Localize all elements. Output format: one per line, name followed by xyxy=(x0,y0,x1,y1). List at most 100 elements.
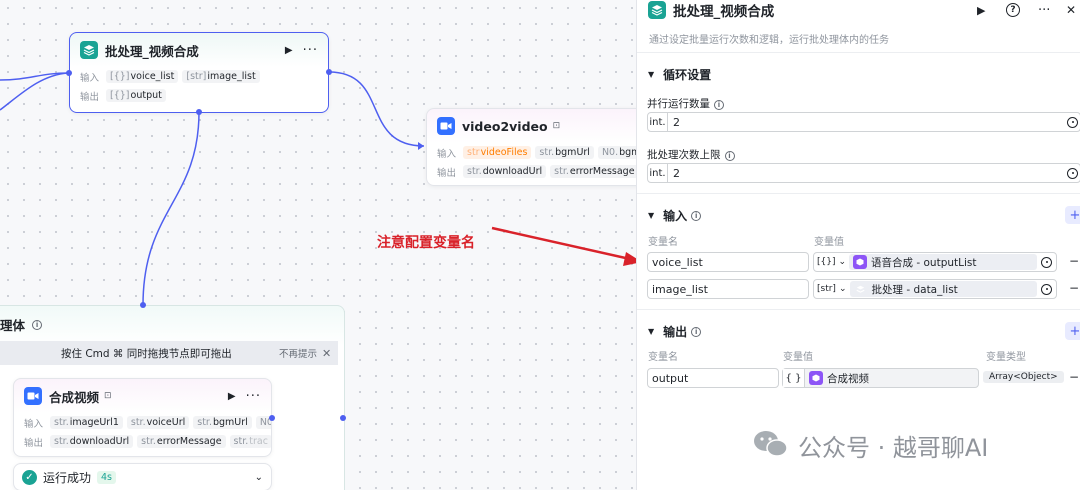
panel-header: 批处理_视频合成 ▶ ? ··· ✕ xyxy=(648,0,1077,20)
plugin-badge-icon: ⊡ xyxy=(552,121,561,131)
dismiss-hint-link[interactable]: 不再提示 xyxy=(279,349,318,360)
layers-icon xyxy=(80,41,98,59)
input-chip: str.voiceUrl xyxy=(126,416,190,429)
close-icon[interactable]: ✕ xyxy=(322,346,332,360)
caret-down-icon: ▼ xyxy=(648,327,655,336)
col-var-name: 变量名 xyxy=(648,352,678,363)
variable-ref-icon[interactable] xyxy=(1067,167,1078,179)
info-icon: i xyxy=(691,210,702,221)
batch-bottom-port[interactable] xyxy=(196,109,202,115)
more-options-icon[interactable]: ··· xyxy=(302,42,318,58)
output-chip: str.trac xyxy=(229,435,271,448)
add-output-button[interactable]: + xyxy=(1065,322,1080,340)
more-options-icon[interactable]: ··· xyxy=(245,388,261,404)
info-icon: i xyxy=(32,319,43,330)
output-chip: str.errorMessage xyxy=(137,435,226,448)
batch-out-port[interactable] xyxy=(326,69,332,75)
compose-video-title: 合成视频 xyxy=(49,389,100,405)
success-check-icon: ✓ xyxy=(22,469,37,485)
watermark: 公众号 · 越哥聊AI xyxy=(752,428,988,463)
run-node-icon[interactable]: ▶ xyxy=(227,390,236,402)
batch-node[interactable]: 批处理_视频合成 ▶ ··· 输入 [{}]voice_list [str]im… xyxy=(69,32,329,113)
input-label: 输入 xyxy=(437,148,457,160)
input-chip: str.bgmUrl xyxy=(193,416,252,429)
remove-row-icon[interactable]: − xyxy=(1069,254,1080,268)
loop-settings-header[interactable]: ▼ 循环设置 xyxy=(648,68,712,82)
input-chip: [{}]voice_list xyxy=(106,70,179,83)
compose-video-node[interactable]: 合成视频 ⊡ ▶ ··· 输入 str.imageUrl1 str.voiceU… xyxy=(13,378,272,457)
input-var-name-field[interactable]: image_list xyxy=(647,279,809,299)
input-chip: N0. xyxy=(255,416,271,429)
output-chip: [{}]output xyxy=(106,89,166,102)
plugin-badge-icon: ⊡ xyxy=(104,391,112,401)
video2video-title: video2video xyxy=(462,118,548,134)
loop-out-port[interactable] xyxy=(340,415,346,421)
variable-ref-icon[interactable] xyxy=(1067,116,1078,128)
col-var-type: 变量类型 xyxy=(986,352,1026,363)
col-var-value: 变量值 xyxy=(783,352,813,363)
drag-hint-bar: 按住 Cmd ⌘ 同时拖拽节点即可拖出 不再提示 ✕ xyxy=(0,341,338,365)
run-status-label: 运行成功 xyxy=(43,470,92,485)
info-icon: i xyxy=(714,100,724,110)
loop-body-title: 理体 xyxy=(0,318,26,333)
caret-down-icon: ▼ xyxy=(648,70,655,79)
cube-icon xyxy=(809,371,823,385)
panel-description: 通过设定批量运行次数和逻辑，运行批处理体内的任务 xyxy=(649,35,889,46)
variable-ref-icon[interactable] xyxy=(1041,256,1052,268)
input-var-value-field[interactable]: [{}] ⌄ 语音合成 - outputList xyxy=(813,252,1057,272)
input-label: 输入 xyxy=(24,418,44,430)
input-var-name-field[interactable]: voice_list xyxy=(647,252,809,272)
video2video-node[interactable]: video2video ⊡ 输入 strvideoFiles str.bgmUr… xyxy=(426,108,656,186)
video-camera-icon xyxy=(437,117,455,135)
remove-row-icon[interactable]: − xyxy=(1069,281,1080,295)
watermark-text: 公众号 · 越哥聊AI xyxy=(798,434,989,462)
chevron-down-icon: ⌄ xyxy=(838,257,847,267)
run-node-icon[interactable]: ▶ xyxy=(284,44,293,56)
output-label: 输出 xyxy=(80,91,100,103)
properties-panel: 批处理_视频合成 ▶ ? ··· ✕ 通过设定批量运行次数和逻辑，运行批处理体内… xyxy=(636,0,1080,490)
loop-body-title-row: 理体 i xyxy=(0,315,43,334)
wechat-icon xyxy=(752,429,790,462)
remove-row-icon[interactable]: − xyxy=(1069,370,1080,384)
parallel-count-input[interactable]: int. 2 xyxy=(647,112,1080,132)
output-type-badge: Array<Object> xyxy=(983,371,1064,383)
more-options-icon[interactable]: ··· xyxy=(1038,2,1051,18)
run-status-bar[interactable]: ✓ 运行成功 4s ⌄ xyxy=(13,463,272,490)
output-label: 输出 xyxy=(24,437,44,449)
max-batch-input[interactable]: int. 2 xyxy=(647,163,1080,183)
run-duration-badge: 4s xyxy=(97,470,117,484)
annotation-arrow xyxy=(491,226,642,266)
output-chip: str.errorMessage xyxy=(550,165,639,178)
panel-title: 批处理_视频合成 xyxy=(673,4,775,20)
input-chip: str.bgmUrl xyxy=(535,146,594,159)
batch-node-title: 批处理_视频合成 xyxy=(105,43,199,59)
col-var-value: 变量值 xyxy=(814,237,844,248)
col-var-name: 变量名 xyxy=(648,237,678,248)
run-panel-icon[interactable]: ▶ xyxy=(977,3,986,17)
output-label: 输出 xyxy=(437,167,457,179)
loop-top-port[interactable] xyxy=(140,302,146,308)
output-var-value-field[interactable]: { } 合成视频 xyxy=(782,368,979,388)
output-var-name-field[interactable]: output xyxy=(647,368,779,388)
chevron-down-icon[interactable]: ⌄ xyxy=(254,471,263,483)
close-panel-icon[interactable]: ✕ xyxy=(1066,3,1077,17)
input-var-value-field[interactable]: [str] ⌄ 批处理 - data_list xyxy=(813,279,1057,299)
chevron-down-icon: ⌄ xyxy=(838,284,847,294)
batch-in-port[interactable] xyxy=(66,70,72,76)
output-chip: str.downloadUrl xyxy=(50,435,134,448)
variable-ref-icon[interactable] xyxy=(1041,283,1052,295)
input-chip-warning: strvideoFiles xyxy=(463,146,532,159)
help-icon[interactable]: ? xyxy=(1006,3,1020,17)
input-chip: str.imageUrl1 xyxy=(50,416,123,429)
output-chip: str.downloadUrl xyxy=(463,165,547,178)
compose-out-port[interactable] xyxy=(269,415,275,421)
add-input-button[interactable]: + xyxy=(1065,206,1080,224)
layers-icon xyxy=(648,1,666,19)
layers-icon xyxy=(854,282,868,296)
input-label: 输入 xyxy=(80,72,100,84)
info-icon: i xyxy=(691,326,702,337)
